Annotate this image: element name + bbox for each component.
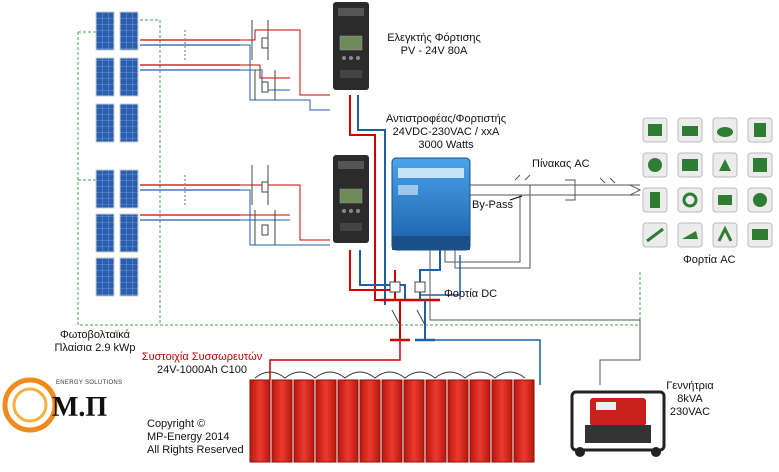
- ac-wires: [429, 174, 642, 385]
- generator-label: Γεννήτρια 8kVA 230VAC: [655, 380, 725, 419]
- pv-panel: [95, 103, 115, 143]
- pv-array-1-strings: [140, 30, 240, 71]
- pv-panels-capacity: Πλαίσια 2.9 kWp: [54, 342, 136, 354]
- pv-panel: [119, 57, 139, 97]
- company-logo: [2, 377, 58, 433]
- ac-panel-label: Πίνακας AC: [532, 158, 590, 170]
- ac-loads-grid: [642, 117, 773, 248]
- copyright-notice: Copyright © MP-Energy 2014 All Rights Re…: [147, 418, 244, 457]
- ac-loads-label: Φορτία AC: [683, 254, 736, 266]
- bypass-label: By-Pass: [472, 199, 513, 211]
- dc-bus-wires: [269, 95, 541, 385]
- charge-controller-2: [333, 155, 369, 243]
- inverter-title: Αντιστροφέας/Φορτιστής: [385, 113, 507, 125]
- charge-controller-label: Ελεγκτής Φόρτισης PV - 24V 80A: [384, 32, 484, 58]
- combiner-2: [240, 165, 330, 246]
- combiner-1: [240, 20, 330, 111]
- pv-panel: [95, 213, 115, 253]
- pv-panel: [95, 11, 115, 51]
- charge-controller-1: [333, 2, 369, 90]
- pv-panel: [95, 57, 115, 97]
- pv-array-2: [95, 169, 139, 297]
- inverter-spec: 24VDC-230VAC / xxA: [392, 126, 500, 138]
- logo-tagline: ENERGY SOLUTIONS: [56, 380, 123, 386]
- charge-controller-spec: PV - 24V 80A: [400, 45, 468, 57]
- bypass-arrow: [509, 195, 523, 201]
- logo-mark: Μ.Π: [52, 392, 108, 423]
- pv-panel: [119, 257, 139, 297]
- dc-disconnects: [389, 281, 426, 326]
- pv-panel: [119, 169, 139, 209]
- battery-bank: [249, 371, 535, 463]
- pv-panel: [119, 11, 139, 51]
- pv-panels-title: Φωτοβολταϊκά: [60, 329, 130, 341]
- pv-array-1: [95, 11, 139, 143]
- charge-controller-title: Ελεγκτής Φόρτισης: [387, 32, 481, 44]
- generator-power: 8kVA: [677, 393, 703, 405]
- pv-panel: [119, 213, 139, 253]
- dc-loads-label: Φορτία DC: [444, 288, 498, 300]
- pv-array-2-strings: [140, 175, 240, 221]
- pv-panel: [95, 169, 115, 209]
- pv-panel: [95, 257, 115, 297]
- copyright-line-1: Copyright ©: [147, 418, 206, 430]
- generator-voltage: 230VAC: [669, 406, 711, 418]
- generator-title: Γεννήτρια: [666, 380, 714, 392]
- inverter-power: 3000 Watts: [418, 139, 474, 151]
- generator: [570, 390, 666, 457]
- battery-bank-spec: 24V-1000Ah C100: [157, 364, 247, 376]
- pv-panel: [119, 103, 139, 143]
- battery-bank-label: Συστοιχία Συσσωρευτών 24V-1000Ah C100: [132, 351, 272, 377]
- pv-panels-label: Φωτοβολταϊκά Πλαίσια 2.9 kWp: [40, 329, 150, 355]
- ground-wires: [77, 19, 641, 326]
- battery-bank-title: Συστοιχία Συσσωρευτών: [141, 351, 263, 363]
- copyright-line-3: All Rights Reserved: [147, 444, 244, 456]
- copyright-line-2: MP-Energy 2014: [147, 431, 230, 443]
- inverter-charger: [391, 157, 471, 251]
- inverter-label: Αντιστροφέας/Φορτιστής 24VDC-230VAC / xx…: [376, 113, 516, 152]
